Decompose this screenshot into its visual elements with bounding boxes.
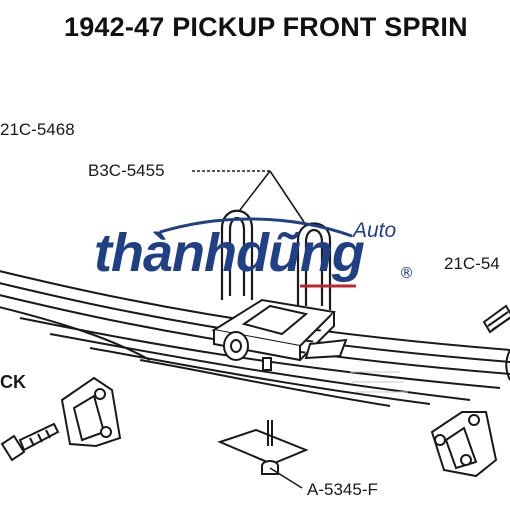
callout-fragment-ck: CK [0,372,26,392]
bushing-bolt [482,304,510,334]
callout-b3c-5455: B3C-5455 [88,161,165,180]
watermark-brand: thànhdũng [94,223,365,283]
spring-stud [262,357,272,371]
shackle-bolt [0,422,60,462]
page-title: 1942-47 PICKUP FRONT SPRIN [64,12,468,42]
watermark-brand-sub: Auto [353,219,397,242]
left-shackle [60,376,122,448]
watermark-swoosh [159,217,356,288]
callout-21c-54: 21C-54 [444,254,500,273]
bump-plate [217,420,309,475]
faint-watermark [350,371,408,393]
leaf-spring [0,270,510,407]
callout-a-5345-f: A-5345-F [307,480,378,499]
spring-seat [211,298,348,362]
callout-21c-5468: 21C-5468 [0,120,75,139]
leader-lines [192,170,305,489]
right-shackle [430,411,498,478]
registered-mark-icon: ® [399,264,414,282]
